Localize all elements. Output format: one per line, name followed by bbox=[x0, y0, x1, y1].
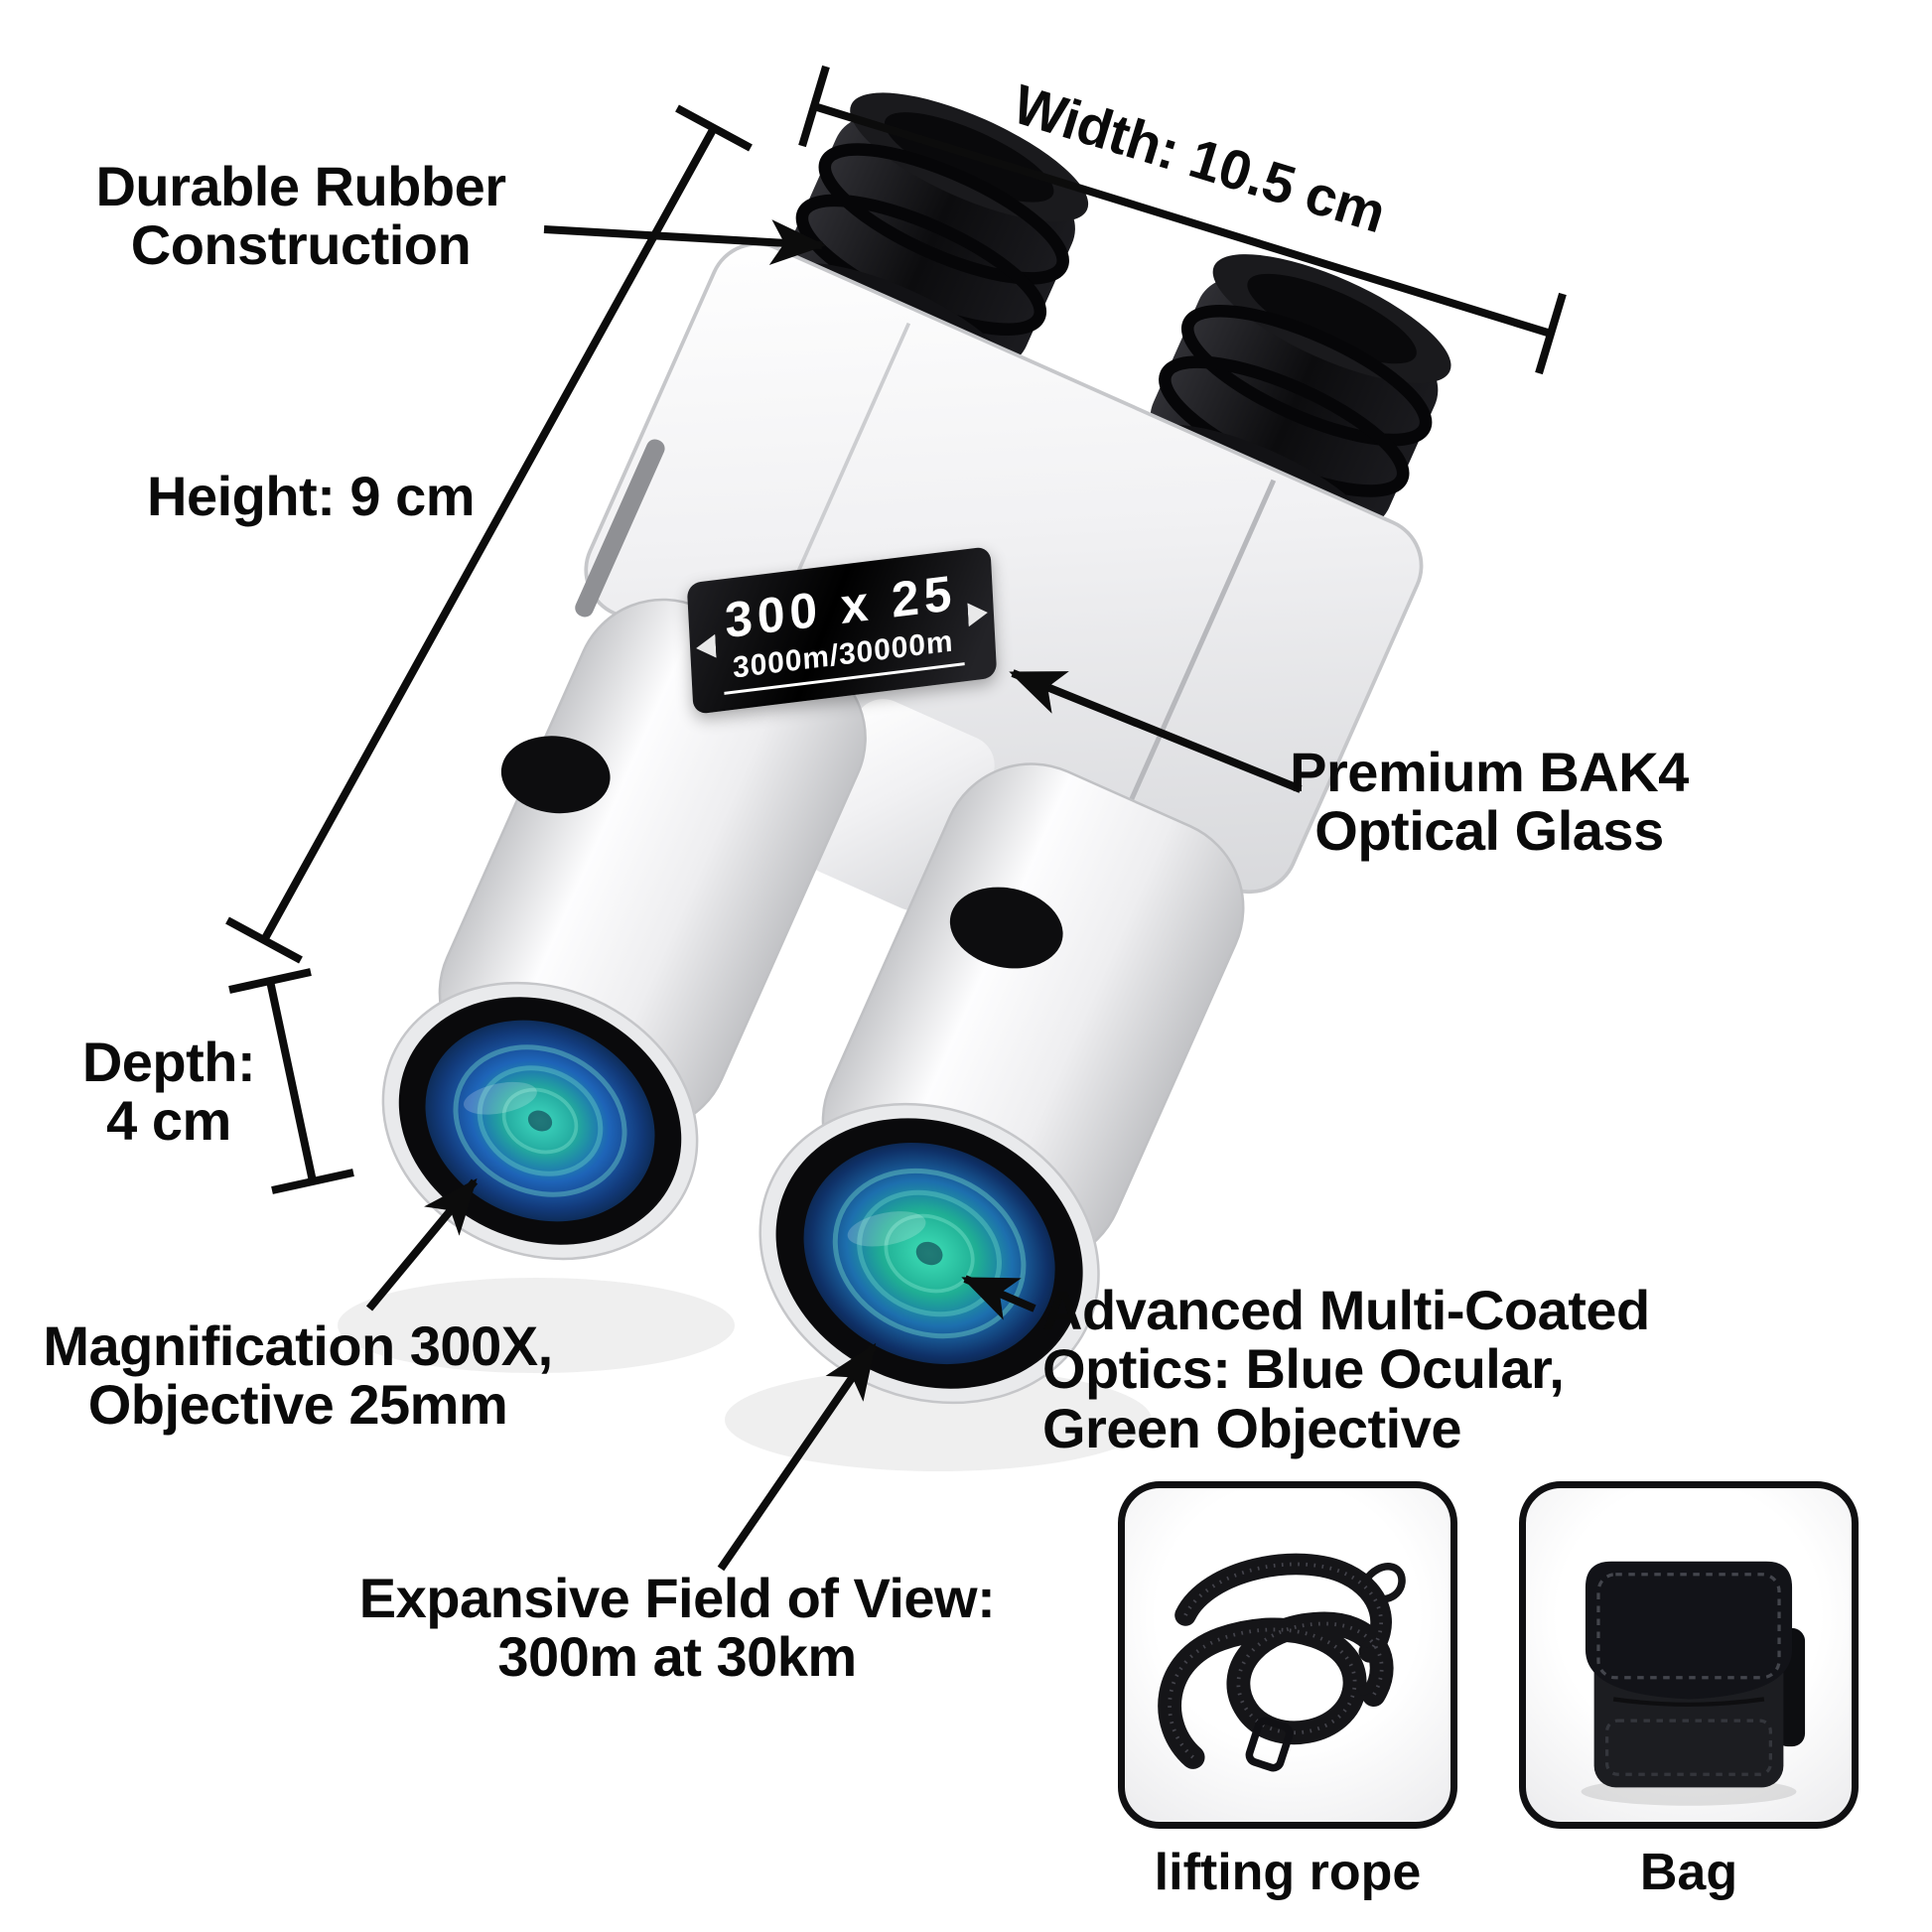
dimension-depth-label: Depth: 4 cm bbox=[60, 1033, 278, 1151]
arrow-premium bbox=[1009, 669, 1303, 793]
height-dimension bbox=[225, 104, 753, 964]
dimension-depth-line2: 4 cm bbox=[106, 1089, 231, 1153]
arrow-magnification bbox=[365, 1177, 479, 1311]
badge-glint-left-icon bbox=[695, 634, 716, 660]
badge-glint-right-icon bbox=[967, 601, 988, 626]
arrow-fov bbox=[717, 1342, 878, 1572]
callout-premium-line2: Optical Glass bbox=[1314, 799, 1664, 863]
callout-fov: Expansive Field of View: 300m at 30km bbox=[330, 1569, 1025, 1687]
callout-optics-line3: Green Objective bbox=[1042, 1396, 1462, 1459]
callout-magnification: Magnification 300X, Objective 25mm bbox=[25, 1316, 571, 1435]
callout-durable-line2: Construction bbox=[130, 213, 472, 277]
accessory-bag-box bbox=[1519, 1481, 1859, 1829]
callout-optics-line1: Advanced Multi-Coated bbox=[1042, 1279, 1650, 1341]
dimension-depth-line1: Depth: bbox=[81, 1031, 256, 1093]
callout-durable-line1: Durable Rubber bbox=[95, 155, 506, 217]
depth-dimension bbox=[228, 968, 354, 1194]
callout-fov-line1: Expansive Field of View: bbox=[358, 1567, 996, 1629]
callout-premium-line1: Premium BAK4 bbox=[1290, 741, 1689, 803]
arrow-optics bbox=[961, 1275, 1036, 1320]
rope-caption: lifting rope bbox=[1154, 1844, 1422, 1901]
rope-illustration bbox=[1158, 1553, 1406, 1772]
callout-premium: Premium BAK4 Optical Glass bbox=[1251, 743, 1727, 861]
callout-fov-line2: 300m at 30km bbox=[497, 1625, 857, 1689]
dimension-height-label: Height: 9 cm bbox=[147, 465, 476, 527]
callout-durable: Durable Rubber Construction bbox=[68, 157, 534, 275]
bag-illustration bbox=[1581, 1561, 1806, 1806]
width-dimension bbox=[798, 65, 1567, 375]
focus-knob-center bbox=[949, 887, 1063, 969]
body-slot bbox=[575, 439, 665, 618]
callout-optics-line2: Optics: Blue Ocular, bbox=[1042, 1337, 1565, 1401]
callout-optics: Advanced Multi-Coated Optics: Blue Ocula… bbox=[1042, 1281, 1650, 1457]
accessory-rope-box bbox=[1118, 1481, 1457, 1829]
arrow-durable bbox=[543, 219, 826, 265]
callout-magnification-line1: Magnification 300X, bbox=[43, 1314, 553, 1377]
bag-caption: Bag bbox=[1639, 1844, 1738, 1901]
callout-magnification-line2: Objective 25mm bbox=[87, 1373, 508, 1437]
focus-knob-left bbox=[500, 736, 611, 814]
